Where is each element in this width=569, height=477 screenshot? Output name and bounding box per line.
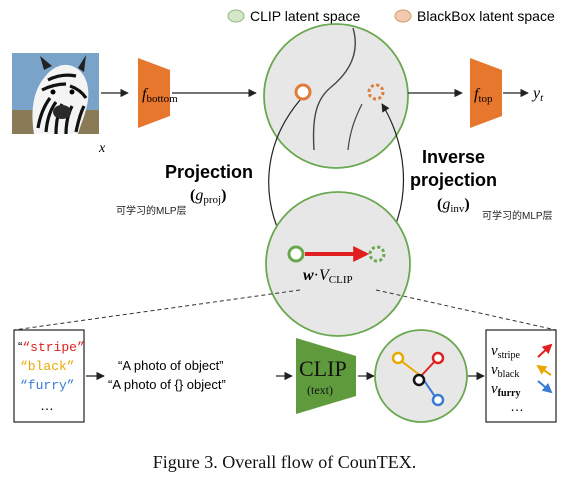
zoom-line-left (13, 289, 301, 331)
embed-point-stripe (431, 351, 445, 365)
vector-furry-label: vfurry (491, 381, 520, 399)
prompt-line-2: “A photo of {} object” (108, 377, 226, 392)
clip-text-encoder-block (296, 338, 356, 414)
clip-encoder-subtitle: (text) (307, 383, 333, 397)
f-bottom-label: fbottom (142, 86, 178, 105)
vector-stripe-label: vstripe (491, 343, 520, 361)
embed-vector-black (399, 359, 422, 377)
blackbox-legend-swatch (394, 9, 412, 23)
inverse-g-label: (ginv) (437, 196, 470, 215)
vector-stripe-arrow (537, 343, 553, 358)
zebra-image (12, 53, 99, 135)
projected-point-orange (294, 83, 312, 101)
clip-legend-swatch (227, 9, 245, 23)
projection-note: 可学习的MLP层 (116, 204, 187, 217)
embed-point-black (391, 351, 405, 365)
embed-point-furry (431, 393, 445, 407)
inverse-title-line1: Inverse (422, 147, 485, 167)
concept-stripe: ““stripe” (18, 339, 85, 355)
concept-black: “black” (20, 359, 75, 374)
input-variable-x: x (98, 141, 106, 156)
concepts-box (13, 329, 85, 423)
inverse-note: 可学习的MLP层 (482, 209, 553, 222)
w-vclip-label: w·VCLIP (303, 267, 353, 286)
vector-ellipsis: … (510, 398, 524, 414)
clip-encoder-title: CLIP (299, 356, 347, 381)
inverse-title-line2: projection (410, 170, 497, 190)
concept-ellipsis: … (40, 397, 54, 413)
embed-vector-stripe (420, 359, 437, 377)
decision-boundary-curve (312, 27, 356, 151)
concept-furry: “furry” (20, 378, 75, 393)
zoom-line-right (375, 289, 557, 331)
boundary-curve-2 (347, 103, 363, 151)
clip-legend-label: CLIP latent space (250, 8, 360, 24)
f-top-block (470, 58, 502, 128)
f-bottom-block (138, 58, 170, 128)
vector-black-arrow (536, 364, 552, 376)
legend: CLIP latent space BlackBox latent space (227, 8, 555, 24)
figure-caption: Figure 3. Overall flow of CounTEX. (152, 452, 417, 472)
blackbox-legend-label: BlackBox latent space (417, 8, 555, 24)
prompt-line-1: “A photo of object” (118, 358, 224, 373)
projection-title: Projection (165, 162, 253, 182)
clip-point-green (287, 245, 305, 263)
vector-furry-arrow (537, 380, 553, 394)
clip-latent-circle (265, 191, 411, 337)
vector-black-label: vblack (491, 362, 519, 380)
output-label: yt (531, 85, 544, 104)
projection-g-label: (gproj) (190, 187, 226, 206)
counterfactual-point-orange (367, 83, 385, 101)
f-top-label: ftop (474, 86, 493, 105)
clip-counterfactual-point-green (368, 245, 386, 263)
latent-space-circle-top (263, 23, 409, 169)
embed-point-object (412, 373, 426, 387)
